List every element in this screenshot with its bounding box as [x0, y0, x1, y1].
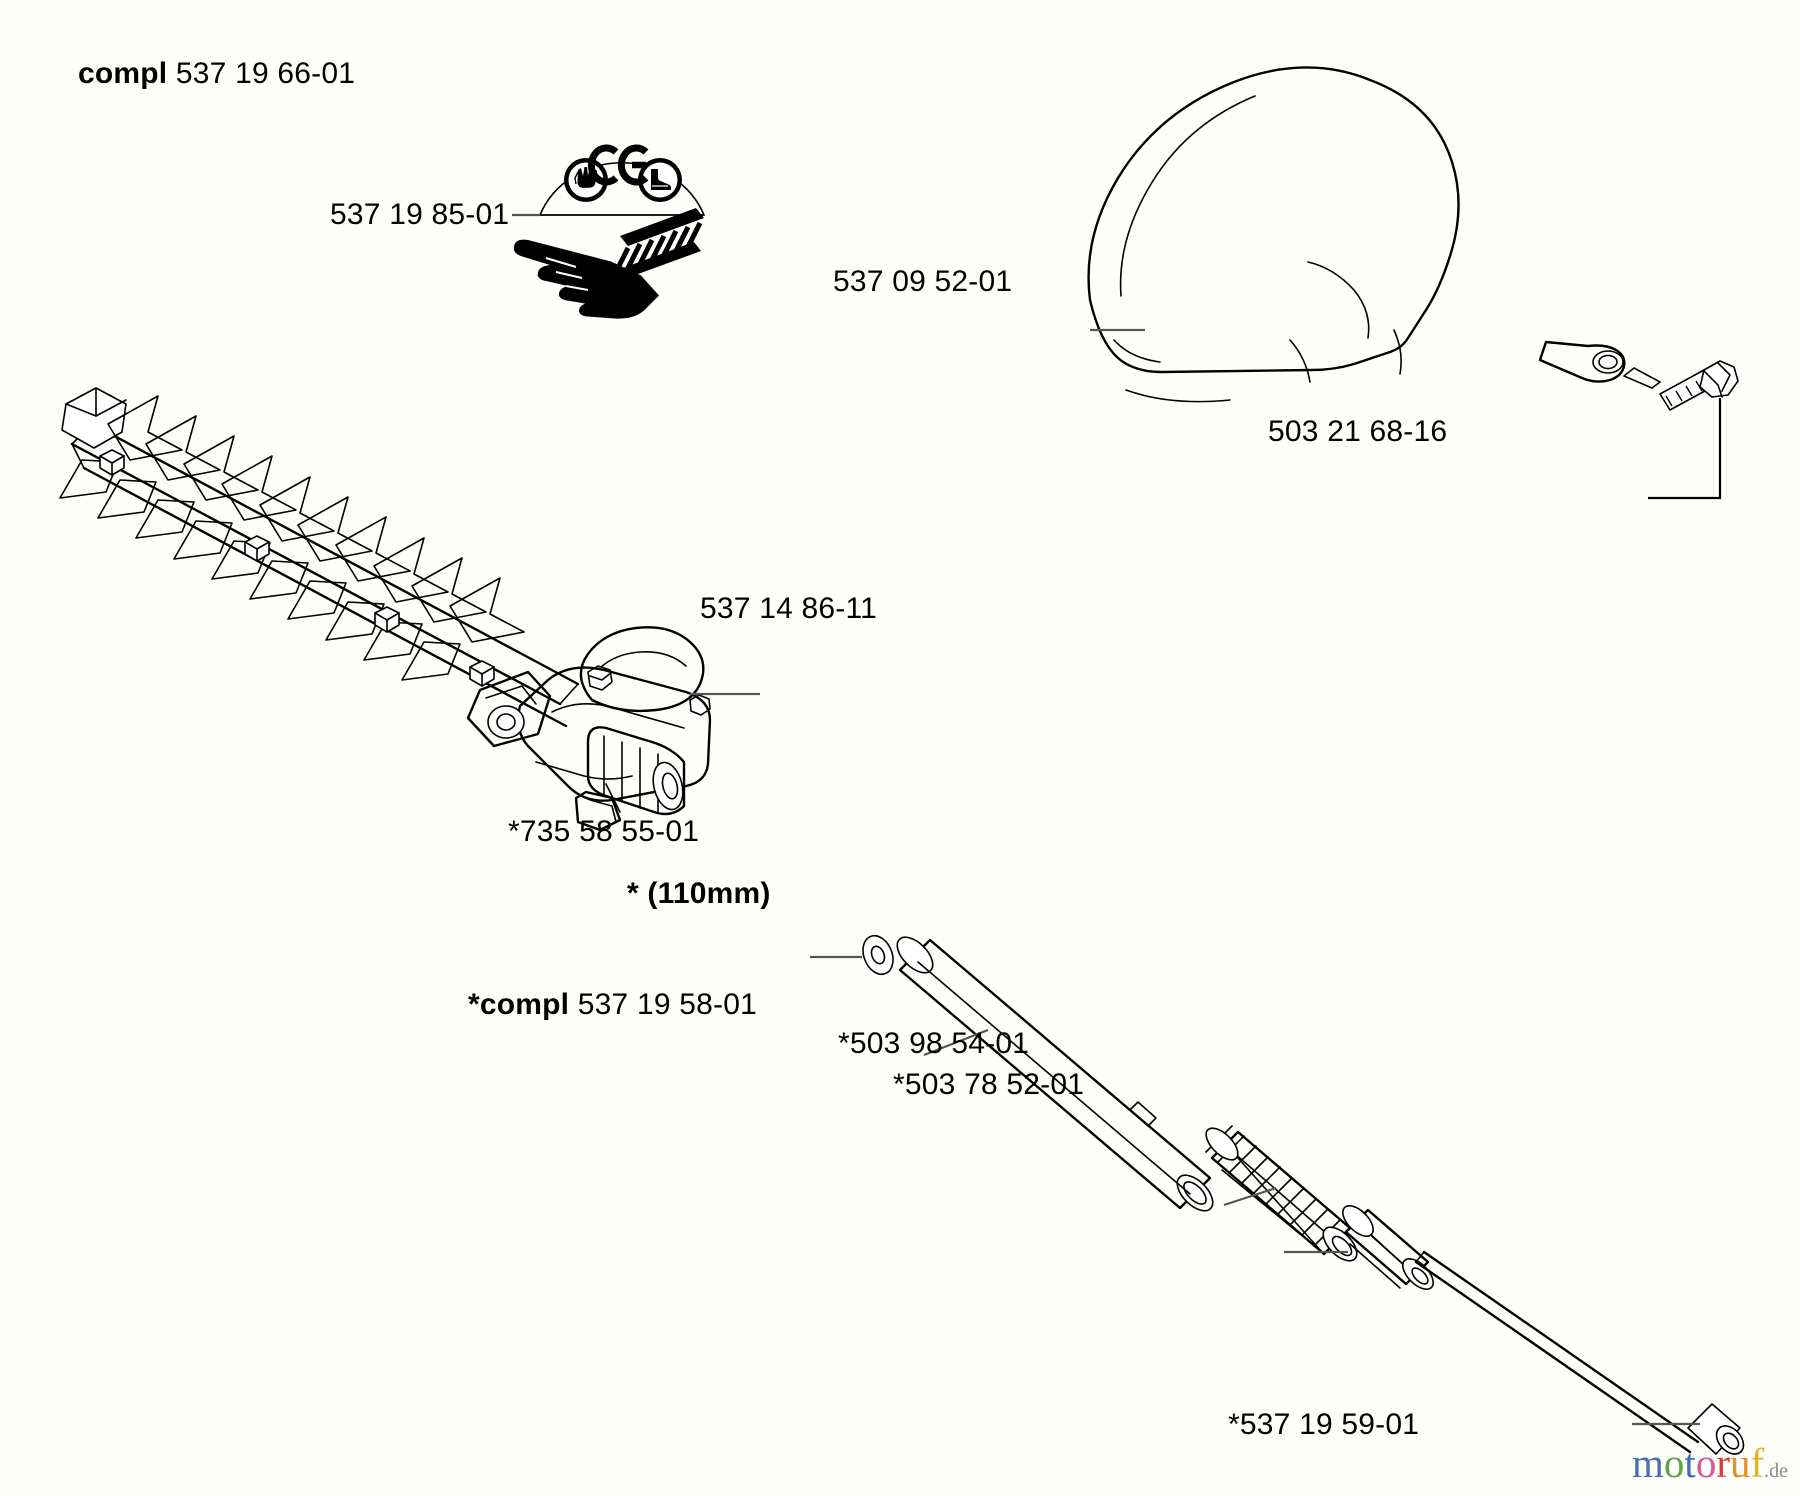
boot-icon — [638, 158, 682, 202]
shaft-tube-part — [896, 936, 1214, 1212]
label-screw: 503 21 68-16 — [1268, 415, 1448, 448]
tube-length-asterisk: * — [627, 877, 639, 910]
shaft-assembly-number: 537 19 58-01 — [577, 988, 758, 1021]
watermark-letter: o — [1663, 1440, 1685, 1486]
leader-coupling-sleeve — [1223, 1186, 1277, 1207]
warning-decal-part — [512, 144, 705, 319]
watermark-letter: u — [1729, 1440, 1751, 1486]
tube-length-value: (110mm) — [647, 877, 771, 910]
hand-blade-warning-icon — [513, 208, 704, 319]
label-washer: *735 58 55-01 — [508, 815, 700, 848]
watermark-letter: t — [1684, 1440, 1696, 1486]
label-coupling-sleeve: *503 98 54-01 — [838, 1027, 1030, 1060]
label-coupling-nut: *503 78 52-01 — [893, 1068, 1085, 1101]
assembly-prefix: compl — [78, 57, 168, 90]
ce-mark-icon — [587, 144, 649, 186]
leader-tube-length — [923, 1028, 989, 1057]
glove-icon — [564, 158, 608, 202]
leader-screw — [1648, 398, 1722, 500]
label-shaft-assembly: *compl 537 19 58-01 — [468, 988, 757, 1022]
watermark-letter: r — [1716, 1440, 1730, 1486]
watermark-motoruf: motoruf.de — [1632, 1443, 1788, 1484]
watermark-letter: m — [1632, 1440, 1664, 1486]
label-gearbox: 537 14 86-11 — [700, 592, 877, 625]
label-tube-length: * (110mm) — [627, 877, 771, 911]
assembly-title: compl 537 19 66-01 — [78, 57, 355, 91]
flexible-drive-shaft-part — [1414, 1250, 1745, 1455]
shaft-assembly-prefix: *compl — [468, 988, 570, 1021]
guard-shield-part — [1087, 66, 1661, 403]
gearbox-housing-part — [466, 626, 760, 832]
label-decal: 537 19 85-01 — [330, 198, 510, 231]
label-flex-shaft: *537 19 59-01 — [1228, 1408, 1420, 1441]
watermark-suffix: .de — [1764, 1460, 1789, 1482]
cutter-bar-nuts — [99, 449, 495, 687]
label-guard: 537 09 52-01 — [833, 265, 1013, 298]
guard-screw-part — [1648, 360, 1739, 500]
coupling-nut-part — [1284, 1205, 1434, 1290]
watermark-letter: f — [1750, 1440, 1765, 1486]
washer-part — [810, 934, 894, 976]
coupling-sleeve-part — [1205, 1125, 1358, 1262]
watermark-letter: o — [1695, 1440, 1717, 1486]
assembly-number: 537 19 66-01 — [175, 57, 356, 90]
cutter-bar-part — [59, 387, 580, 728]
